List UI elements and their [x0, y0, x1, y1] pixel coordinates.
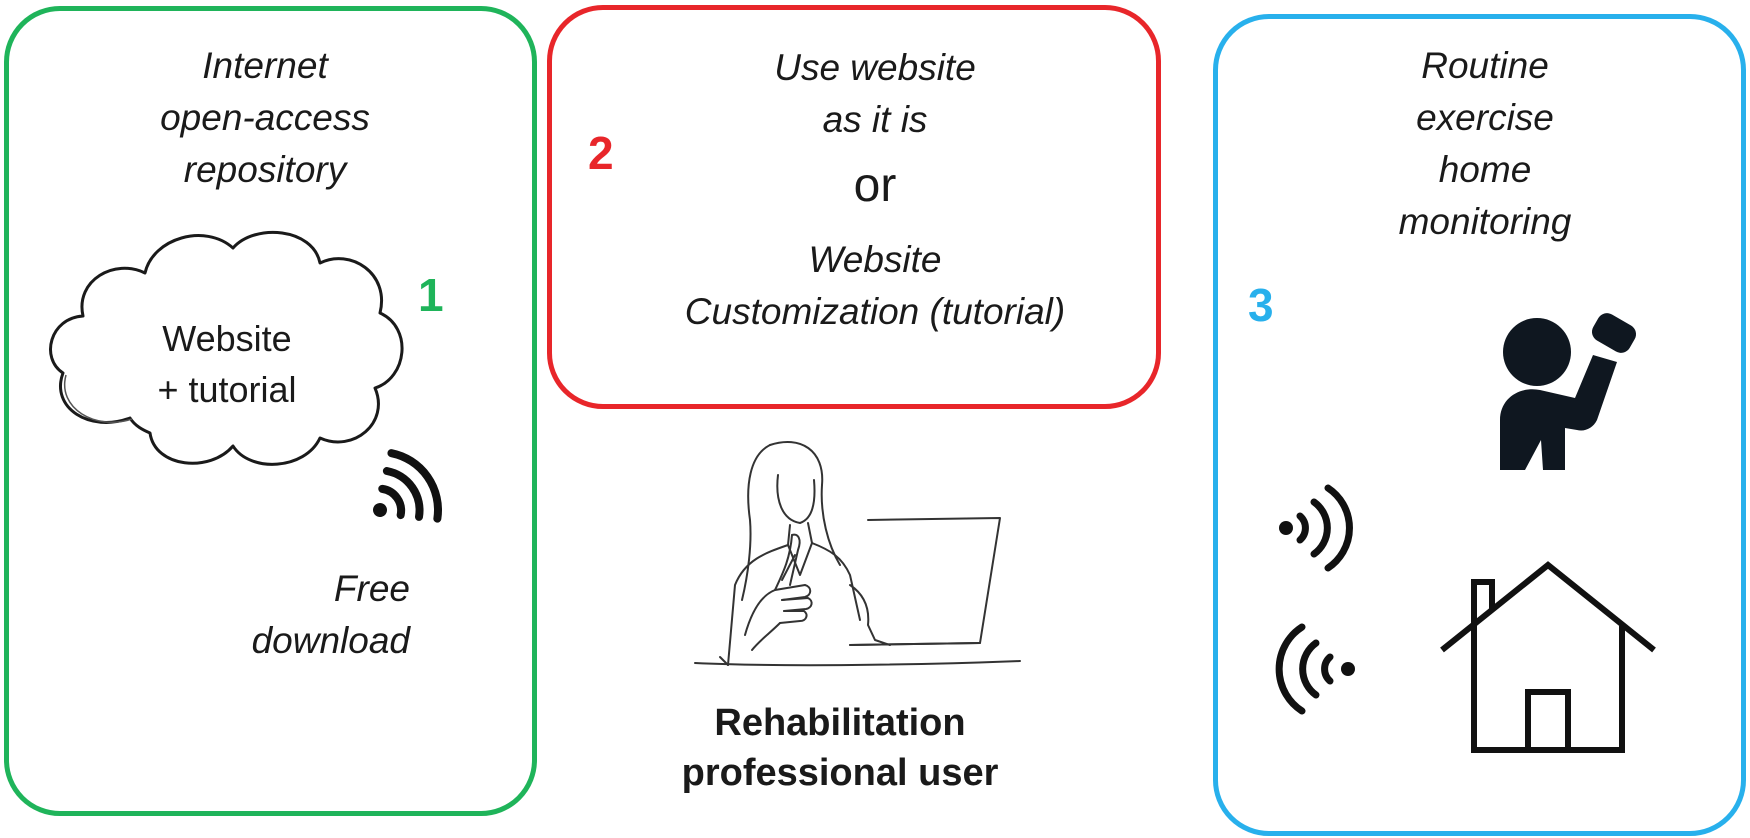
- home-monitoring-panel: [1213, 14, 1746, 836]
- option-b-line-2: Customization (tutorial): [684, 291, 1066, 332]
- free-download-line-1: Free: [333, 568, 410, 609]
- repository-heading-line-1: Internet: [202, 45, 328, 86]
- wireless-signal-icon: [373, 449, 442, 523]
- house-icon: [1440, 561, 1656, 753]
- step-number-3: 3: [1248, 279, 1274, 331]
- step-number-2: 2: [588, 127, 614, 179]
- monitoring-heading-line-4: monitoring: [1398, 201, 1572, 242]
- monitoring-heading-line-2: exercise: [1416, 97, 1554, 138]
- monitoring-heading-line-1: Routine: [1421, 45, 1549, 86]
- cloud-label-line-1: Website: [162, 318, 292, 359]
- user-label-line-1: Rehabilitation: [714, 702, 966, 744]
- exercise-person-icon: [1500, 313, 1637, 470]
- free-download-line-2: download: [251, 620, 410, 661]
- option-a-line-1: Use website: [774, 47, 976, 88]
- option-b-line-1: Website: [808, 239, 942, 280]
- option-a-line-2: as it is: [822, 99, 928, 140]
- cloud-icon: [49, 230, 404, 466]
- step-number-1: 1: [418, 269, 444, 321]
- professional-with-laptop-icon: [694, 440, 1021, 667]
- website-usage-panel: [547, 5, 1161, 409]
- user-label-line-2: professional user: [681, 752, 999, 794]
- wireless-signal-icon: [1279, 484, 1353, 572]
- cloud-label-line-2: + tutorial: [157, 369, 297, 410]
- monitoring-heading-line-3: home: [1438, 149, 1532, 190]
- repository-heading-line-3: repository: [183, 149, 347, 190]
- wireless-signal-icon: [1275, 623, 1355, 715]
- repository-heading-line-2: open-access: [160, 97, 370, 138]
- or-connector: or: [853, 159, 897, 212]
